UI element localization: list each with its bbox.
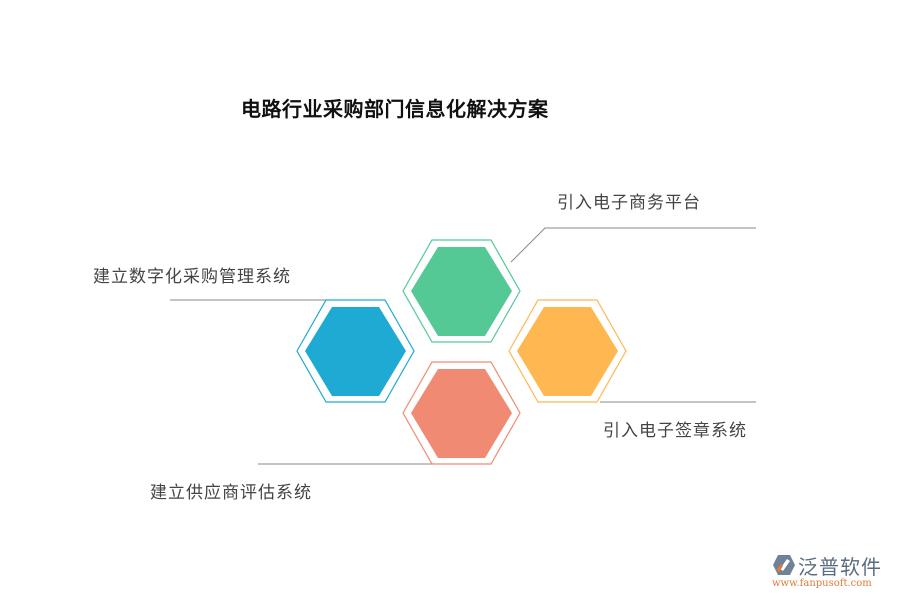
logo-name: 泛普软件 xyxy=(798,555,882,579)
hexagon-right xyxy=(508,299,627,403)
hexagon-left xyxy=(296,299,415,403)
fanpu-logo-icon xyxy=(773,555,795,575)
page-title: 电路行业采购部门信息化解决方案 xyxy=(241,97,549,121)
logo-url: www.fanpusoft.com xyxy=(772,578,872,589)
hexagon-right-fill xyxy=(517,307,618,396)
connector-line-top xyxy=(510,227,756,263)
hexagon-top xyxy=(402,239,521,343)
label-left: 建立数字化采购管理系统 xyxy=(93,267,291,287)
label-bottom: 建立供应商评估系统 xyxy=(150,483,312,503)
hexagon-bottom-fill xyxy=(411,369,512,458)
label-top: 引入电子商务平台 xyxy=(557,193,701,213)
hexagon-left-fill xyxy=(305,307,406,396)
brand-logo: 泛普软件 www.fanpusoft.com xyxy=(768,551,896,593)
hexagon-bottom xyxy=(402,361,521,465)
label-right: 引入电子签章系统 xyxy=(603,421,747,441)
hexagon-top-fill xyxy=(411,247,512,336)
